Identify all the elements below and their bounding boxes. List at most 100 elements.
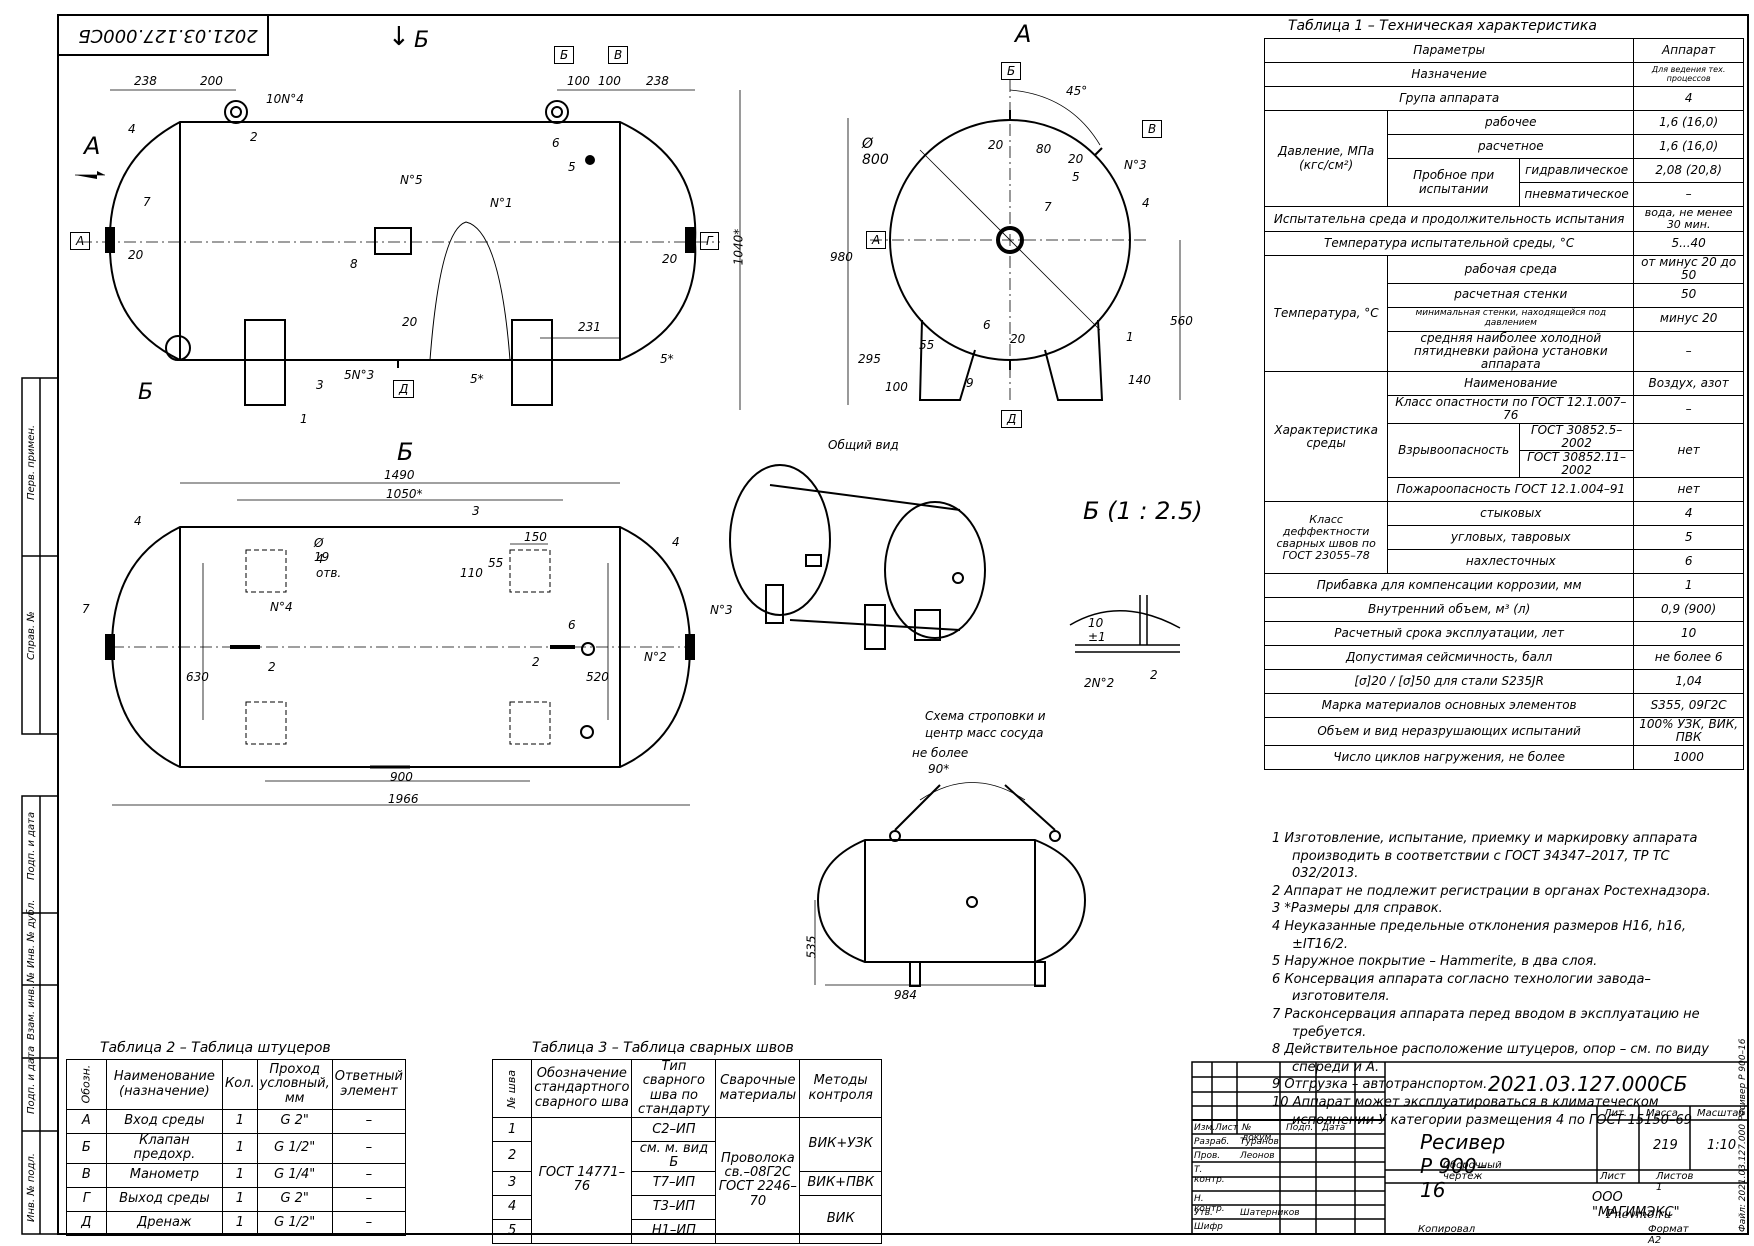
tb-doc-type: Сборочный чертеж [1443, 1160, 1502, 1182]
tb-role: Н. контр. [1194, 1194, 1225, 1214]
dim-label: 20 [402, 315, 418, 329]
tb-company: ООО "МАГИМЭКС" [1592, 1190, 1680, 1220]
t1-cell: 1 [1633, 573, 1744, 599]
callout: 5 [568, 160, 576, 174]
dim-label: 1040* [731, 228, 746, 266]
t1-cell: 1,04 [1633, 669, 1744, 695]
callout: 1 [1126, 330, 1134, 344]
side-label: Перв. примен. [26, 424, 37, 500]
tb-number: 2021.03.127.000СБ [1488, 1072, 1688, 1096]
t1-cell: рабочее [1387, 110, 1635, 135]
t1-cell: 1,6 (16,0) [1633, 110, 1744, 135]
dim-label: 980 [830, 250, 853, 264]
callout: 2 [268, 660, 276, 674]
t1-cell: Аппарат [1633, 38, 1744, 63]
t2-cell: Выход среды [105, 1186, 224, 1212]
t3-cell: 3 [491, 1170, 533, 1196]
t3-cell: ВИК [799, 1194, 882, 1244]
view-a-arrow-label: А [84, 132, 101, 160]
dim-label: 80 [1036, 142, 1052, 156]
side-strip [21, 377, 59, 1235]
t1-cell: Наименование [1387, 371, 1635, 397]
t1-cell: Испытательна среда и продолжительность и… [1263, 205, 1635, 233]
dim-label: Ø 800 [862, 136, 889, 168]
t1-cell: Марка материалов основных элементов [1263, 693, 1635, 719]
mirrored-stamp [57, 14, 269, 56]
t1-cell: Класс деффектности сварных швов по ГОСТ … [1263, 501, 1389, 575]
arrow-b-marker: ↓ [388, 22, 410, 52]
t1-cell: нет [1633, 422, 1744, 479]
t1-cell: расчетная стенки [1387, 282, 1635, 308]
t1-cell: ГОСТ 30852.11–2002 [1518, 449, 1635, 479]
t1-cell: Для ведения тех. процессов [1633, 62, 1744, 87]
dim-label: 45° [1066, 84, 1088, 98]
dim-label: 20 [662, 252, 678, 266]
callout: 4 [128, 122, 136, 136]
t2-cell: Манометр [105, 1162, 224, 1188]
t1-cell: нахлесточных [1387, 549, 1635, 575]
t1-cell: не более 6 [1633, 645, 1744, 671]
t1-cell: Взрывоопасность [1387, 422, 1520, 479]
t3-cell: 2 [491, 1141, 533, 1172]
t2-cell: А [66, 1109, 107, 1134]
t1-cell: 1,6 (16,0) [1633, 134, 1744, 159]
nozzles-table: Обозн. Наименование (назначение) Кол. Пр… [66, 1059, 407, 1236]
dim-label: 560 [1170, 314, 1193, 328]
t1-cell: – [1633, 395, 1744, 424]
dim-label: 535 [804, 935, 819, 959]
callout: 1 [300, 412, 308, 426]
t1-cell: расчетное [1387, 134, 1635, 159]
tb-scale: 1:10 [1707, 1138, 1737, 1153]
dim-label: Ø 19 [314, 536, 330, 564]
tb-head: Изм. [1194, 1123, 1216, 1133]
t2-cell: G 1/2" [256, 1133, 333, 1164]
t1-cell: – [1633, 182, 1744, 207]
t1-cell: 50 [1633, 282, 1744, 308]
dim-label: 295 [858, 352, 881, 366]
t2-cell: Д [66, 1210, 107, 1236]
t3-cell: Т3–ИП [631, 1194, 717, 1220]
t1-cell: Характеристика среды [1263, 371, 1389, 503]
dim-label: 10N°4 [266, 92, 304, 106]
tb-shifr: Шифр [1194, 1222, 1223, 1232]
tb-person: Шатерников [1240, 1208, 1300, 1218]
tb-role: Утв. [1194, 1208, 1213, 1218]
nozzle-label-d: Д [1001, 410, 1023, 428]
file-label: Файл: 2021.03.127.000 Ресивер Р 900–16 [1738, 1038, 1748, 1232]
tb-head: Дата [1322, 1123, 1346, 1133]
dim-label: 520 [586, 670, 609, 684]
t1-cell: Расчетный срока эксплуатации, лет [1263, 621, 1635, 647]
dim-label: 2 [1150, 668, 1158, 682]
callout: 5 [1072, 170, 1080, 184]
sling-caption-2: центр масс сосуда [925, 726, 1044, 740]
t2-cell: G 1/2" [256, 1210, 333, 1236]
t1-cell: Число циклов нагружения, не более [1263, 744, 1635, 770]
t2-cell: G 1/4" [256, 1162, 333, 1188]
t2-cell: Б [66, 1133, 107, 1164]
dim-label: 20 [1068, 152, 1084, 166]
t2-header: Кол. [222, 1059, 258, 1110]
tb-head: Лист [1215, 1123, 1238, 1133]
t1-cell: вода, не менее 30 мин. [1633, 205, 1744, 233]
t2-cell: G 2" [256, 1186, 333, 1212]
dim-label: 4 отв. [316, 552, 342, 580]
nozzle-label-g: Г [700, 232, 719, 250]
title-block-lines [1191, 1061, 1749, 1235]
dim-label: N°4 [270, 600, 293, 614]
dim-label: 5N°3 [344, 368, 375, 382]
callout: 2 [250, 130, 258, 144]
t3-cell: 4 [491, 1194, 533, 1220]
t2-cell: В [66, 1162, 107, 1188]
dim-label: 1966 [388, 792, 419, 806]
t1-cell: Допустимая сейсмичность, балл [1263, 645, 1635, 671]
tb-format: Формат А2 [1648, 1224, 1689, 1246]
t2-header: Проход условный, мм [256, 1059, 333, 1110]
side-label: Инв. № подл. [26, 1153, 37, 1222]
t3-header: Тип сварного шва по стандарту [631, 1058, 717, 1119]
t1-cell: Група аппарата [1263, 86, 1635, 111]
tb-name: Ресивер Р 900–16 [1420, 1130, 1506, 1202]
t2-cell: – [331, 1109, 407, 1134]
nozzle-label-v: В [608, 46, 629, 64]
isometric-view [729, 464, 986, 650]
